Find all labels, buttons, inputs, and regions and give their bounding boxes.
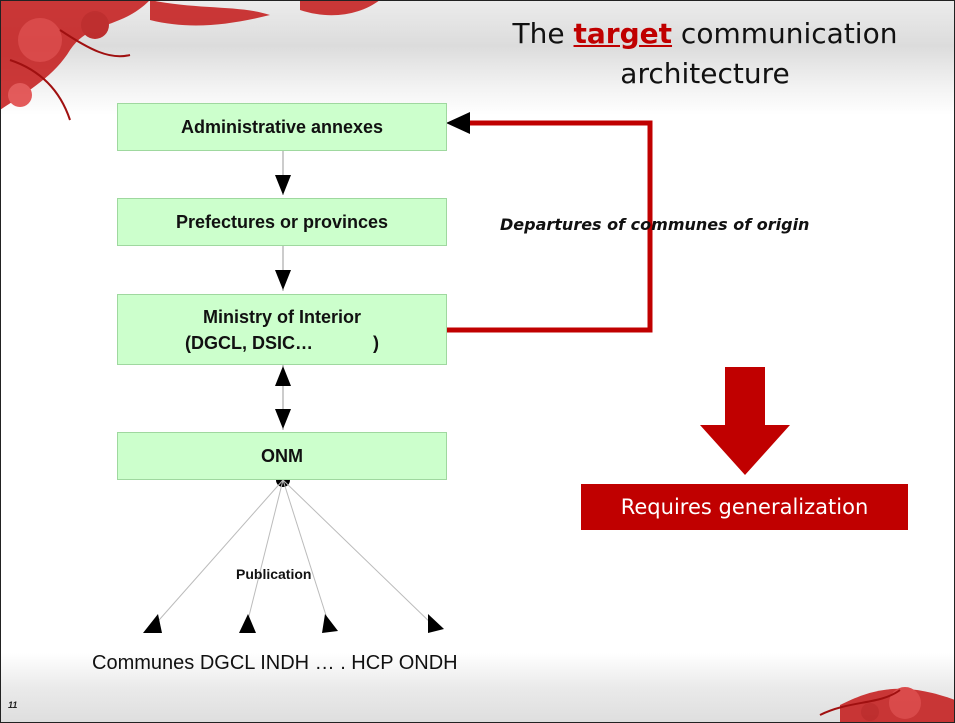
title-text: The <box>512 17 574 50</box>
box-label: Prefectures or provinces <box>175 211 389 232</box>
box-label: ONM <box>261 445 303 466</box>
arrow-icon <box>428 614 444 633</box>
requires-label: Requires generalization <box>620 495 869 519</box>
arrow-icon <box>143 614 162 633</box>
page-number: 11 <box>8 700 18 710</box>
slide-title: The target communication architecture <box>470 14 940 94</box>
requires-generalization-box: Requires generalization <box>581 484 908 530</box>
arrow-left-icon <box>446 112 470 134</box>
publication-label: Publication <box>236 566 312 582</box>
arrow-up-icon <box>275 366 291 386</box>
arrow-down-icon <box>275 175 291 195</box>
box-onm: ONM <box>117 432 447 480</box>
title-highlight: target <box>573 17 673 50</box>
box-label: Ministry of Interior <box>202 306 361 327</box>
arrow-icon <box>239 614 256 633</box>
departures-label: Departures of communes of origin <box>500 215 810 234</box>
box-label: Administrative annexes <box>180 116 384 137</box>
box-ministry-of-interior: Ministry of Interior (DGCL, DSIC… ) <box>117 294 447 365</box>
recipients-list: Communes DGCL INDH … . HCP ONDH <box>92 652 458 674</box>
return-loop-line <box>445 120 653 333</box>
box-sublabel: (DGCL, DSIC… ) <box>184 332 379 353</box>
arrow-down-icon <box>275 409 291 429</box>
footer-background <box>0 653 955 723</box>
arrow-down-icon <box>275 270 291 290</box>
title-text-rest: communication architecture <box>620 17 898 90</box>
box-prefectures: Prefectures or provinces <box>117 198 447 246</box>
big-down-arrow-icon <box>700 367 790 475</box>
box-administrative-annexes: Administrative annexes <box>117 103 447 151</box>
arrow-icon <box>322 614 338 633</box>
